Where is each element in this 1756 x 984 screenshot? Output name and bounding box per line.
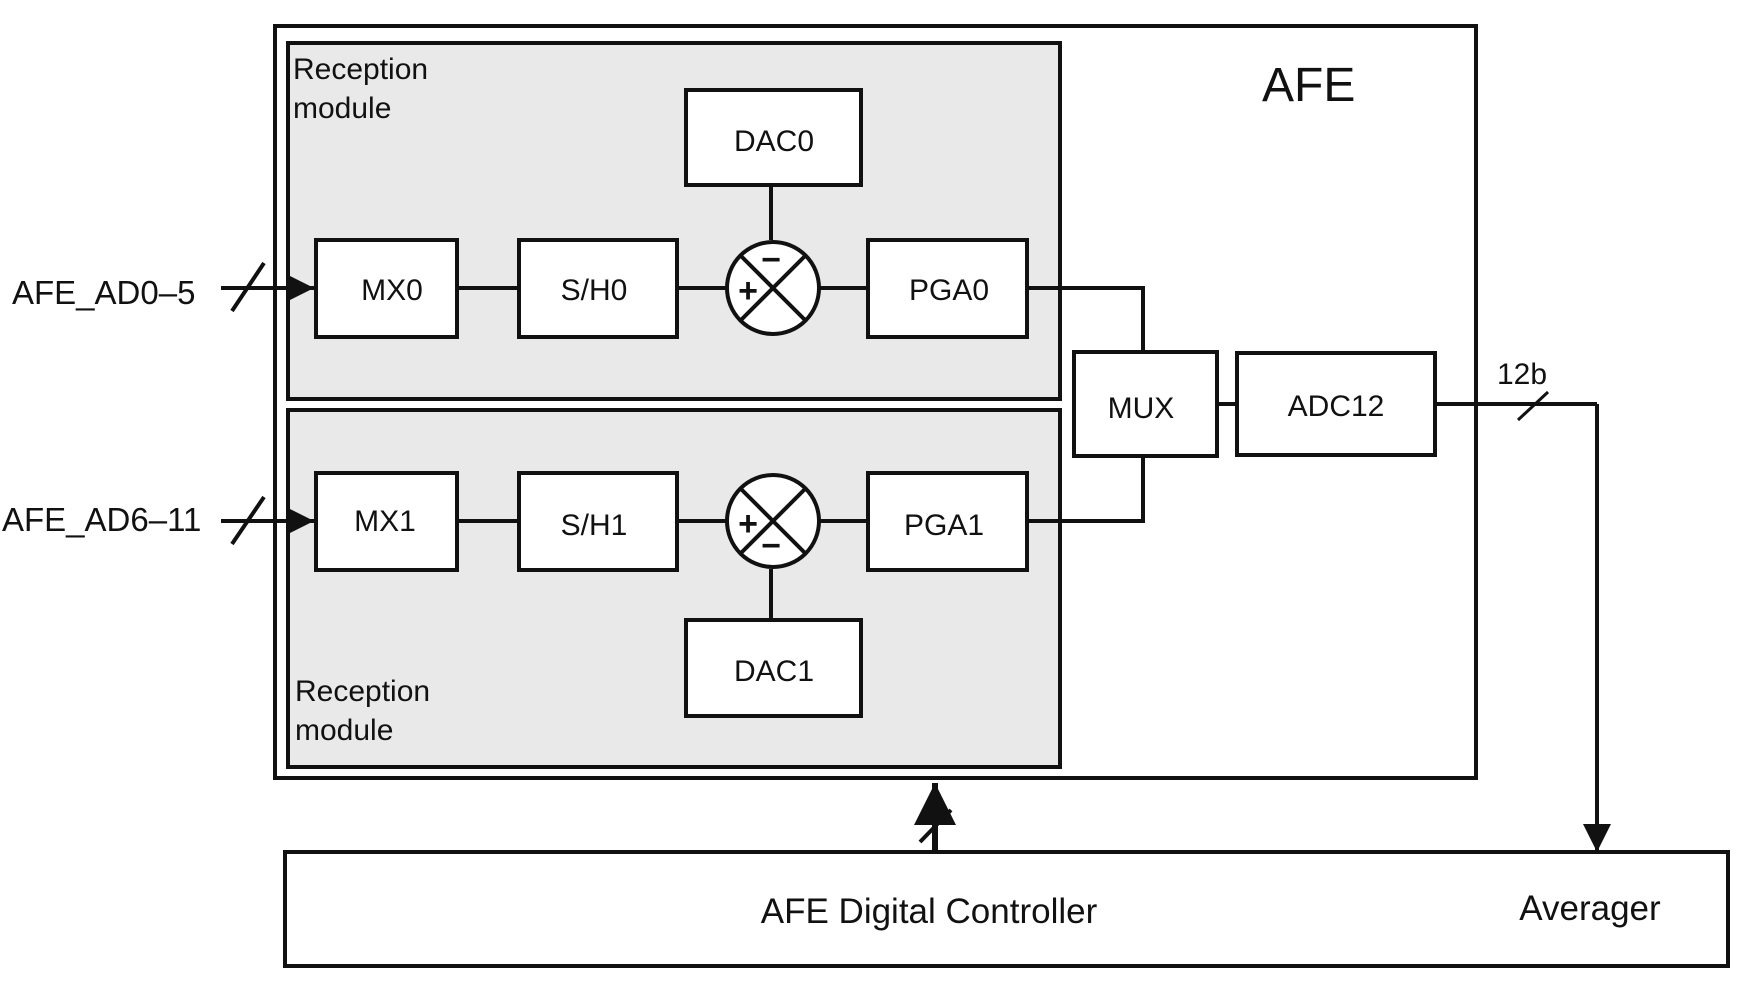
- input-label-bottom: AFE_AD6–11: [2, 501, 201, 538]
- module-bottom-label-line1: Reception: [295, 675, 430, 708]
- afe-digital-controller: AFE Digital Controller Averager: [283, 850, 1730, 968]
- pga0-block: PGA0: [866, 238, 1029, 339]
- svg-text:ADC12: ADC12: [1288, 390, 1385, 423]
- mixer-top: − +: [725, 240, 821, 336]
- svg-text:S/H0: S/H0: [561, 274, 628, 307]
- bus-slash-12b: [1516, 390, 1550, 422]
- mixer-bottom: + −: [725, 473, 821, 569]
- input-lines: [221, 274, 314, 535]
- controller-label: AFE Digital Controller: [761, 892, 1098, 931]
- dac0-block: DAC0: [684, 88, 863, 187]
- svg-text:MX0: MX0: [361, 274, 423, 307]
- mux-block: MUX: [1072, 350, 1219, 458]
- svg-text:PGA0: PGA0: [909, 274, 989, 307]
- module-top-label-line2: module: [293, 92, 391, 125]
- svg-text:DAC1: DAC1: [734, 655, 814, 688]
- mixer-bottom-plus: +: [738, 505, 758, 543]
- wires-output: [1218, 402, 1611, 852]
- averager-label: Averager: [1519, 889, 1661, 928]
- adc12-block: ADC12: [1235, 351, 1437, 457]
- control-bus-slash: [918, 808, 953, 844]
- mixer-top-plus: +: [738, 272, 758, 310]
- afe-title: AFE: [1262, 59, 1355, 112]
- mx1-block: MX1: [314, 471, 459, 572]
- mixer-top-minus: −: [761, 241, 781, 279]
- wires-top-chain: [457, 185, 1145, 352]
- sh1-block: S/H1: [517, 471, 679, 572]
- svg-text:MUX: MUX: [1108, 392, 1175, 425]
- svg-text:PGA1: PGA1: [904, 509, 984, 542]
- bus-width-label: 12b: [1497, 358, 1547, 391]
- mixer-bottom-minus: −: [761, 527, 781, 565]
- svg-text:S/H1: S/H1: [561, 509, 628, 542]
- reception-module-bottom: [286, 408, 1062, 769]
- module-bottom-label-line2: module: [295, 714, 393, 747]
- module-top-label-line1: Reception: [293, 53, 428, 86]
- pga1-block: PGA1: [866, 471, 1029, 572]
- reception-module-top: [286, 41, 1062, 401]
- svg-text:DAC0: DAC0: [734, 125, 814, 158]
- input-bottom-slash: [230, 495, 266, 546]
- svg-text:MX1: MX1: [354, 505, 416, 538]
- mx0-block: MX0: [314, 238, 459, 339]
- input-top-slash: [230, 261, 266, 313]
- sh0-block: S/H0: [517, 238, 679, 339]
- wires-bottom-chain: [457, 456, 1145, 620]
- dac1-block: DAC1: [684, 618, 863, 718]
- input-label-top: AFE_AD0–5: [12, 274, 195, 311]
